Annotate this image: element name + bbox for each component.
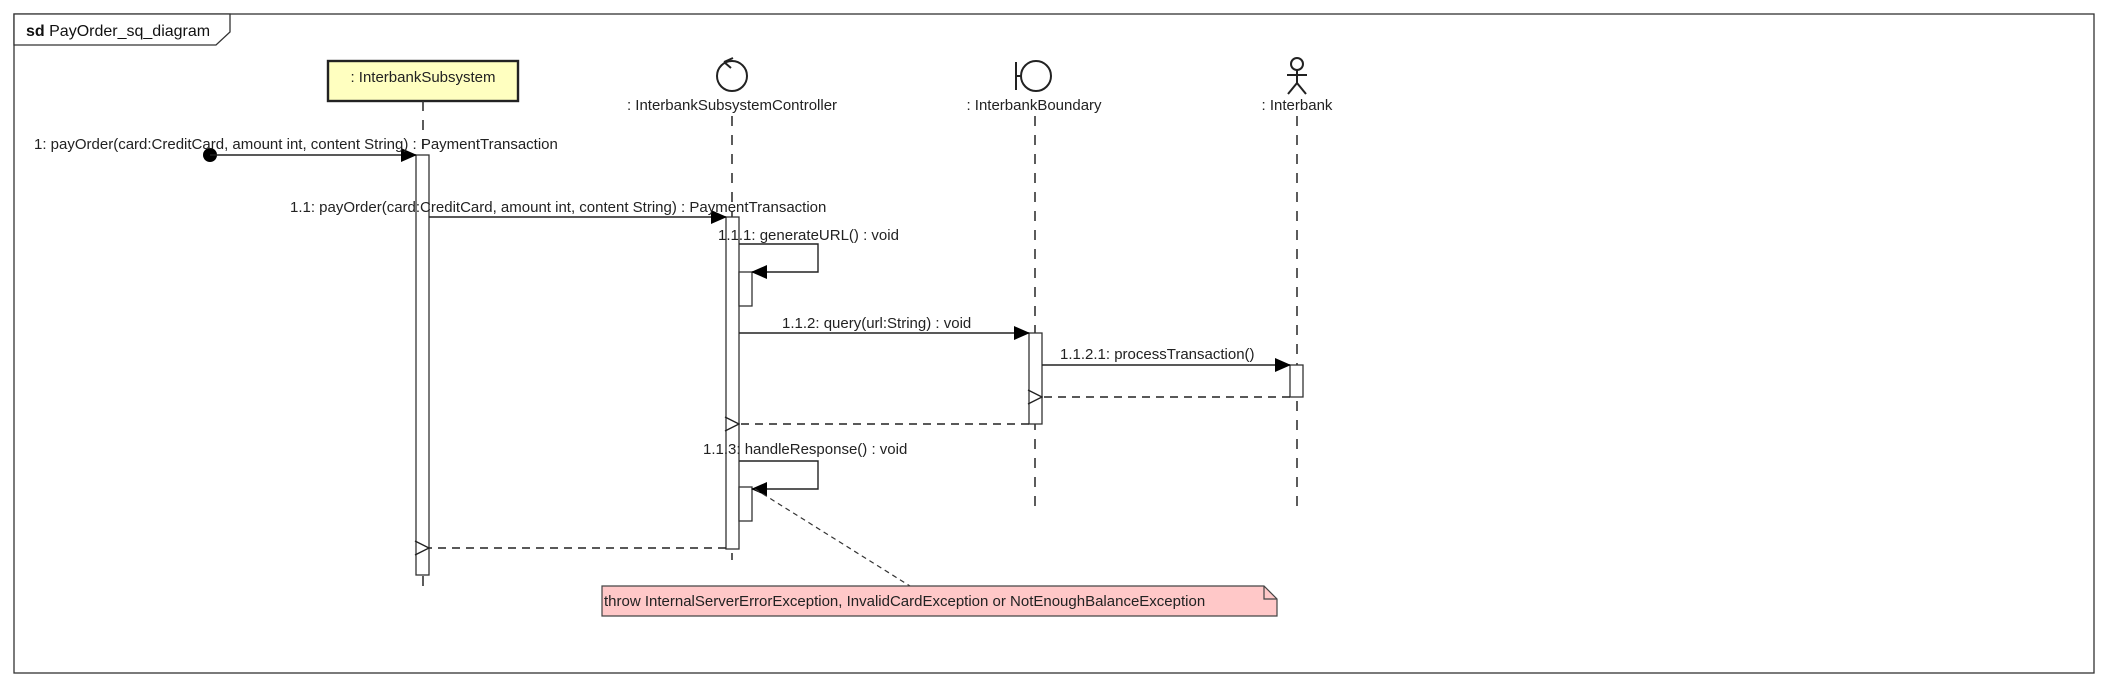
message-label: 1.1.3: handleResponse() : void <box>703 441 907 458</box>
lifeline-label: : InterbankSubsystemController <box>627 97 837 114</box>
note-anchor-line <box>754 488 911 587</box>
lifeline-interbank-subsystem: : InterbankSubsystem <box>326 59 520 595</box>
lifeline-label: : InterbankBoundary <box>966 97 1102 114</box>
message-label: 1.1.2.1: processTransaction() <box>1060 346 1255 363</box>
frame-keyword: sd <box>26 23 45 40</box>
lifeline-interbank-subsystem-controller: : InterbankSubsystemController <box>627 57 837 560</box>
frame-name: PayOrder_sq_diagram <box>49 23 210 40</box>
lifeline-interbank: : Interbank <box>1262 57 1333 515</box>
activation-bar <box>1289 364 1304 398</box>
activation-bar-nested <box>738 486 753 522</box>
boundary-icon <box>1015 60 1052 92</box>
self-message-arrow <box>739 243 819 279</box>
lifeline-label: : InterbankSubsystem <box>350 69 495 86</box>
lifeline-label: : Interbank <box>1262 97 1333 114</box>
lifeline-head-box[interactable] <box>326 59 520 103</box>
control-icon <box>716 57 748 92</box>
message-label: 1: payOrder(card:CreditCard, amount int,… <box>34 136 558 153</box>
message-label: 1.1.1: generateURL() : void <box>718 227 899 244</box>
message-1-1-3: 1.1.3: handleResponse() : void <box>703 441 907 496</box>
message-1-1: 1.1: payOrder(card:CreditCard, amount in… <box>290 199 826 224</box>
message-1: 1: payOrder(card:CreditCard, amount int,… <box>34 136 558 162</box>
self-message-arrow <box>739 460 819 496</box>
activation-bar <box>725 216 740 550</box>
activation-bar <box>415 154 430 576</box>
diagram-frame: sd PayOrder_sq_diagram <box>13 13 2095 674</box>
message-1-1-2: 1.1.2: query(url:String) : void <box>739 315 1030 340</box>
exception-note: throw InternalServerErrorException, Inva… <box>601 488 1278 617</box>
message-1-1-1: 1.1.1: generateURL() : void <box>718 227 899 279</box>
actor-icon <box>1287 57 1307 95</box>
note-text: throw InternalServerErrorException, Inva… <box>604 593 1205 610</box>
activation-bar <box>1028 332 1043 425</box>
message-label: 1.1.2: query(url:String) : void <box>782 315 971 332</box>
activation-bar-nested <box>738 271 753 307</box>
message-label: 1.1: payOrder(card:CreditCard, amount in… <box>290 199 826 216</box>
frame-title: sd PayOrder_sq_diagram <box>26 23 210 40</box>
message-1-1-2-1: 1.1.2.1: processTransaction() <box>1042 346 1291 372</box>
note-box[interactable] <box>601 585 1278 617</box>
